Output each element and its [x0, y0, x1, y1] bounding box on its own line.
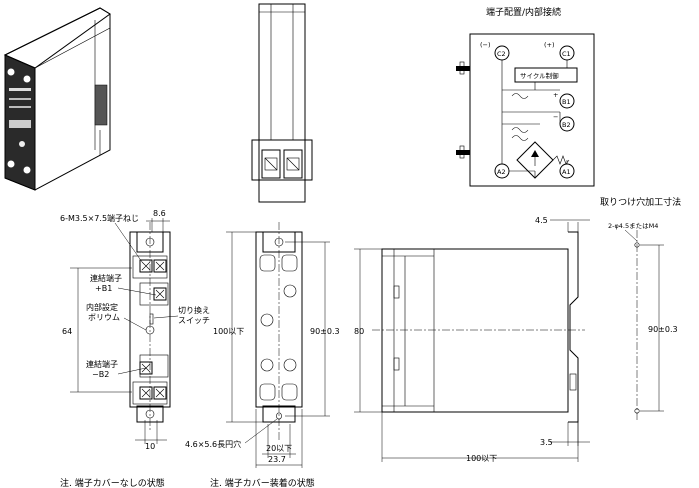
side-view: 80 4.5 3.5 100以下 — [354, 216, 590, 463]
svg-text:C2: C2 — [497, 50, 506, 58]
svg-text:2-φ4.5またはM4: 2-φ4.5またはM4 — [608, 222, 658, 230]
svg-text:ボリウム: ボリウム — [88, 313, 120, 322]
svg-text:A2: A2 — [497, 168, 506, 176]
narrow-side-view — [251, 3, 313, 203]
svg-text:90±0.3: 90±0.3 — [310, 327, 340, 336]
svg-text:B1: B1 — [562, 98, 571, 106]
svg-text:A1: A1 — [562, 168, 571, 176]
svg-text:+B1: +B1 — [95, 284, 112, 293]
product-isometric — [3, 7, 111, 191]
svg-text:C1: C1 — [562, 50, 571, 58]
note-without-cover: 注. 端子カバーなしの状態 — [60, 477, 165, 488]
terminal-block-b2 — [139, 354, 169, 378]
svg-text:23.7: 23.7 — [268, 455, 286, 464]
svg-text:100以下: 100以下 — [213, 327, 244, 336]
svg-text:B2: B2 — [562, 121, 571, 129]
svg-text:連結端子: 連結端子 — [86, 359, 118, 369]
svg-text:+: + — [553, 91, 558, 99]
svg-text:(+): (+) — [544, 41, 555, 49]
mounting-hole-pattern: 取りつけ穴加工寸法 2-φ4.5またはM4 90±0.3 — [600, 196, 681, 420]
selector-switch — [149, 313, 154, 325]
svg-text:切り換え: 切り換え — [178, 305, 210, 315]
front-view-with-cover: 100以下 90±0.3 4.6×5.6長円穴 20以下 23.7 — [185, 222, 340, 468]
svg-text:64: 64 — [62, 327, 72, 336]
svg-text:(−): (−) — [480, 41, 491, 49]
cycle-control-block — [514, 67, 578, 83]
terminal-arrangement-title: 端子配置/内部接続 — [486, 6, 561, 18]
svg-text:内部設定: 内部設定 — [86, 302, 118, 312]
front-view-without-cover: 8.6 64 10 6-M3.5×7.5端子ねじ 連結端子 +B1 内部設定 ボ… — [60, 209, 210, 451]
svg-text:80: 80 — [354, 327, 364, 336]
svg-text:サイクル制御: サイクル制御 — [520, 71, 559, 80]
svg-text:3.5: 3.5 — [540, 438, 553, 447]
svg-text:−B2: −B2 — [92, 370, 109, 379]
terminal-b1 — [559, 93, 575, 109]
svg-text:90±0.3: 90±0.3 — [648, 325, 678, 334]
internal-connection-diagram: 端子配置/内部接続 (−) C2 (+) C1 + B1 − B2 A2 A1 … — [456, 6, 595, 187]
terminal-block-b1 — [139, 282, 169, 306]
svg-text:4.6×5.6長円穴: 4.6×5.6長円穴 — [185, 439, 241, 449]
mounting-hole-bottom — [634, 408, 640, 414]
svg-text:8.6: 8.6 — [153, 209, 166, 218]
note-with-cover: 注. 端子カバー装着の状態 — [210, 477, 315, 488]
mounting-holes-title: 取りつけ穴加工寸法 — [600, 196, 681, 208]
screw-callout: 6-M3.5×7.5端子ねじ — [60, 213, 139, 223]
svg-text:−: − — [553, 113, 558, 121]
svg-text:10: 10 — [145, 442, 155, 451]
svg-text:4.5: 4.5 — [535, 216, 548, 225]
svg-text:連結端子: 連結端子 — [90, 273, 122, 283]
svg-text:スイッチ: スイッチ — [178, 316, 210, 325]
mounting-hole-top — [634, 242, 640, 248]
svg-text:20以下: 20以下 — [266, 444, 292, 453]
svg-text:100以下: 100以下 — [466, 454, 497, 463]
